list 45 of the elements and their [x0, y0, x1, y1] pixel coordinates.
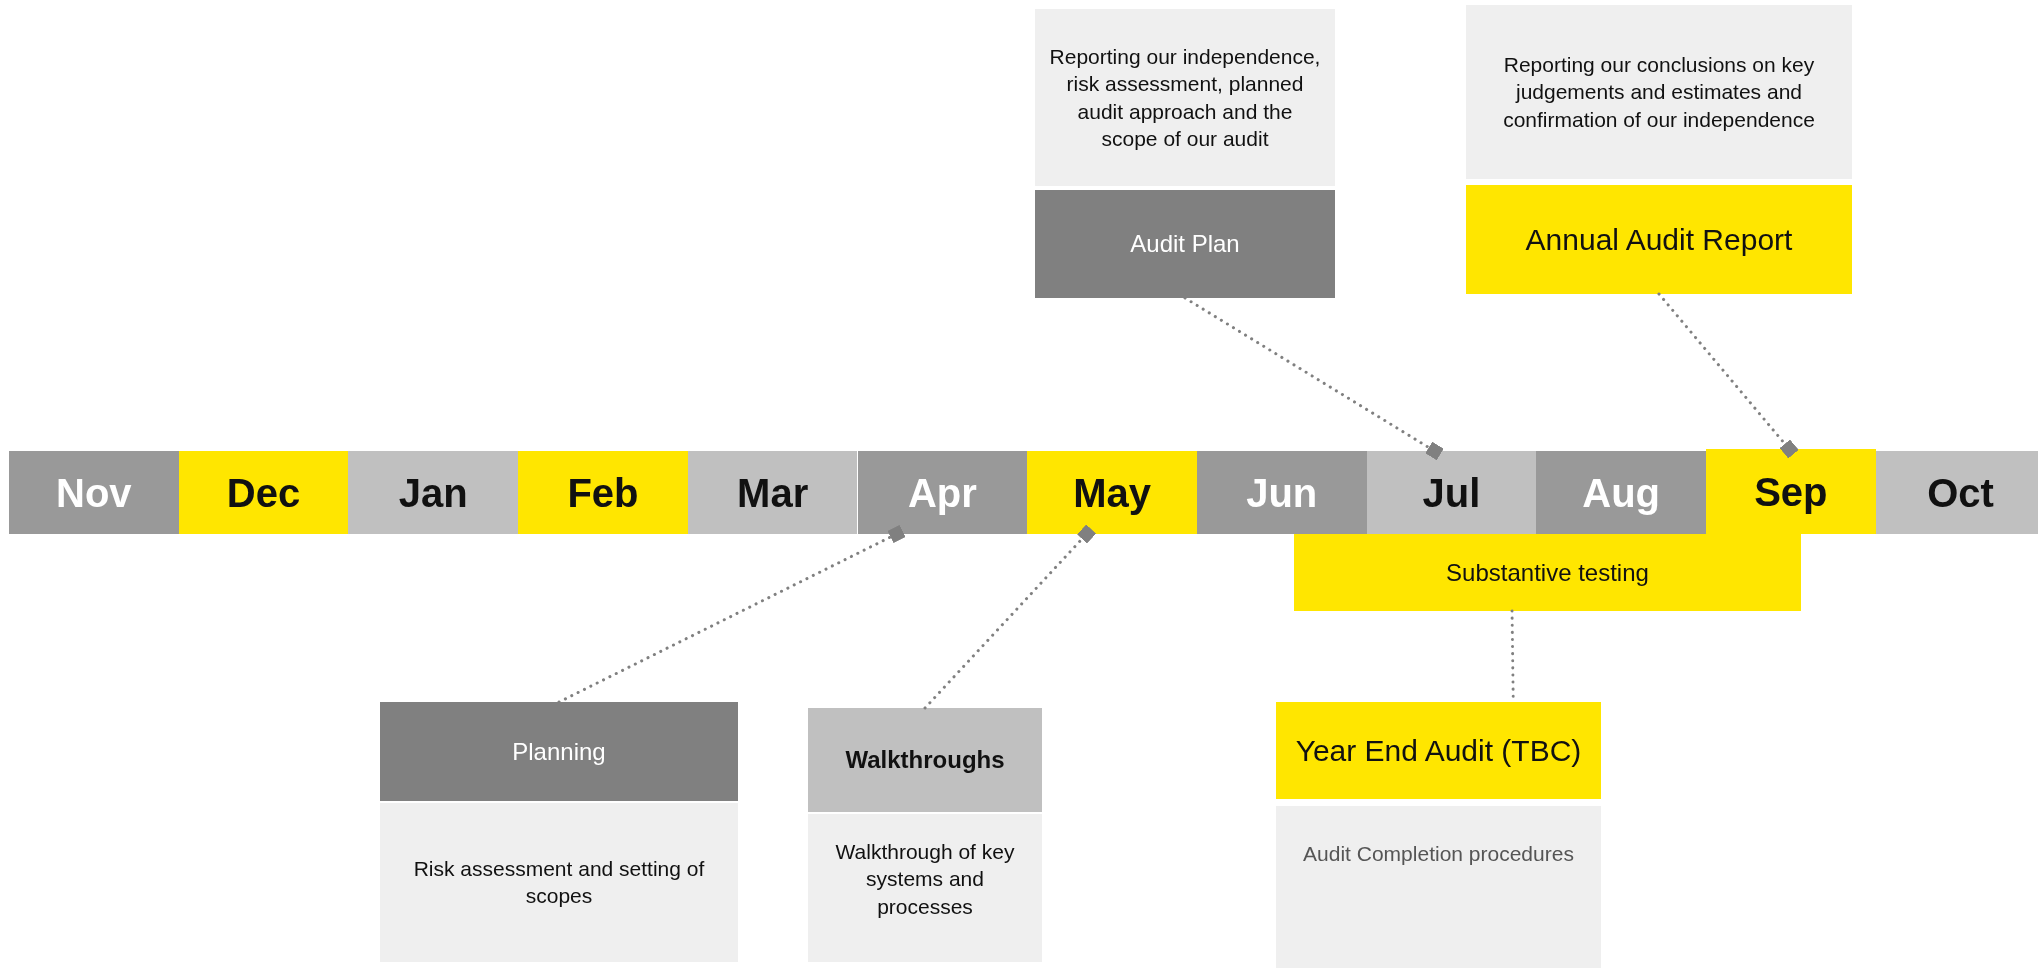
label-text: Jun [1246, 469, 1318, 517]
milestone-box [1276, 702, 1601, 799]
label-text: Aug [1582, 469, 1660, 517]
milestone-box [1466, 185, 1852, 294]
label-text: Apr [907, 469, 977, 517]
label-text: Mar [737, 469, 809, 517]
label-text: Sep [1754, 468, 1828, 516]
label-text: Year End Audit (TBC) [1295, 733, 1582, 769]
activity-box [808, 708, 1042, 812]
label-text: Feb [567, 469, 639, 517]
month-block [518, 451, 688, 534]
label-text: Annual Audit Report [1525, 222, 1793, 258]
label-text: May [1073, 469, 1151, 517]
label-text: Walkthroughs [845, 745, 1005, 776]
label-text: Audit Plan [1130, 229, 1240, 260]
month-block [1196, 451, 1367, 534]
label-text: Audit Completion procedures [1303, 841, 1574, 867]
month-block [9, 451, 179, 534]
phase-bar [1294, 534, 1801, 611]
label-text: Jan [398, 469, 468, 517]
label-text: Risk assessment and setting of scopes [412, 856, 706, 910]
activity-box [380, 702, 738, 801]
label-text: Dec [226, 469, 301, 517]
label-text: Substantive testing [1446, 557, 1649, 588]
label-text: Nov [56, 469, 132, 517]
month-block [348, 451, 519, 534]
dotted-connector [923, 524, 1097, 710]
label-text: Jul [1422, 469, 1481, 517]
month-block [1027, 451, 1197, 534]
label-text: Walkthrough of key systems and processes [834, 839, 1016, 920]
month-block [857, 451, 1028, 534]
month-block [1536, 451, 1706, 534]
month-block [1366, 451, 1537, 534]
label-text: Reporting our independence, risk assessment, planned audit approach and the scope of our audit [1049, 43, 1321, 152]
label-text: Oct [1927, 469, 1994, 517]
milestone-box [1035, 190, 1335, 298]
label-text: Reporting our conclusions on key judgements and estimates and confirmation of our independence [1502, 52, 1816, 133]
month-block [178, 451, 349, 534]
month-block [1875, 451, 2038, 534]
month-block [1706, 449, 1876, 534]
label-text: Planning [512, 736, 606, 767]
month-block [687, 451, 858, 534]
dotted-connector [1183, 296, 1444, 461]
dotted-connector [1657, 292, 1799, 459]
dotted-connector [557, 524, 906, 704]
